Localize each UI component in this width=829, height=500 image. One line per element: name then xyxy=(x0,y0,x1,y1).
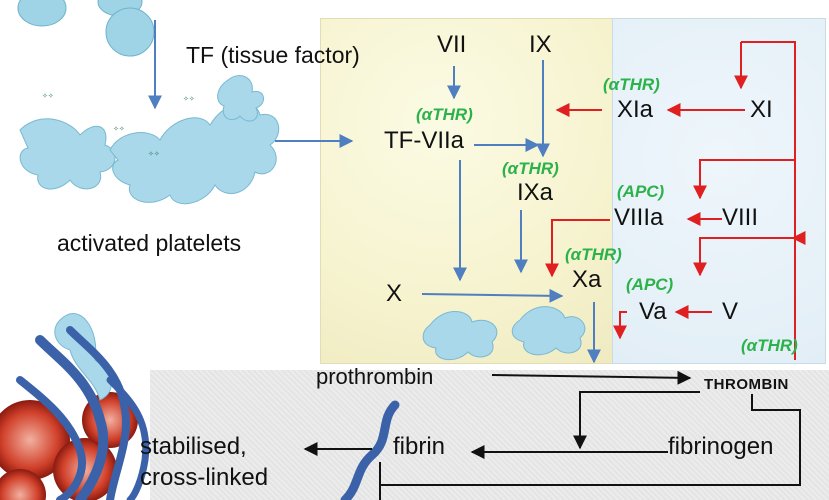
intrinsic-panel xyxy=(612,18,826,364)
molecule-icon: ✧✧ xyxy=(183,96,195,103)
black-arrows xyxy=(303,370,801,500)
resting-platelets-illustration xyxy=(17,0,155,57)
fibrin-panel xyxy=(150,370,829,500)
athr-label-xa: (αTHR) xyxy=(565,245,622,264)
factor-xi-label: XI xyxy=(750,96,773,123)
fibrin-label: fibrin xyxy=(393,433,446,460)
athr-label-tf-viia: (αTHR) xyxy=(416,105,473,124)
molecule-icon: ✧✧ xyxy=(148,151,160,158)
fibrinogen-label: fibrinogen xyxy=(668,433,774,460)
factor-ix-label: IX xyxy=(529,31,552,58)
factor-v-label: V xyxy=(722,298,739,325)
fibrin-strand-illustration xyxy=(340,400,400,500)
activated-platelets-label: activated platelets xyxy=(57,230,242,256)
apc-label-viiia: (APC) xyxy=(617,182,665,201)
cross-linked-label: cross-linked xyxy=(140,464,269,491)
clot-illustration xyxy=(0,313,150,500)
molecule-icon: ✧✧ xyxy=(113,126,125,133)
molecule-icon: ✧✧ xyxy=(42,93,54,100)
factor-x-label: X xyxy=(386,280,403,307)
factor-viiia-label: VIIIa xyxy=(614,204,664,231)
blue-arrows xyxy=(148,20,601,364)
factor-xia-label: XIa xyxy=(617,96,654,123)
factor-ixa-label: IXa xyxy=(517,179,554,206)
factor-va-label: Va xyxy=(639,298,667,325)
panel-platelets-illustration xyxy=(422,306,586,361)
factor-viii-label: VIII xyxy=(722,204,759,231)
tf-label: TF (tissue factor) xyxy=(186,42,360,68)
factor-xa-label: Xa xyxy=(572,266,602,293)
thrombin-label: THROMBIN xyxy=(704,376,789,393)
prothrombin-label: prothrombin xyxy=(316,364,434,389)
stabilised-label: stabilised, xyxy=(140,433,247,460)
apc-label-va: (APC) xyxy=(626,275,674,294)
athr-label-xia: (αTHR) xyxy=(603,75,660,94)
extrinsic-panel xyxy=(320,18,614,364)
factor-vii-label: VII xyxy=(437,31,467,58)
activated-platelets-illustration xyxy=(19,75,280,205)
red-arrows xyxy=(545,41,806,360)
athr-label-ixa: (αTHR) xyxy=(502,159,559,178)
tf-viia-label: TF-VIIa xyxy=(384,127,465,154)
athr-label-thrombin: (αTHR) xyxy=(741,336,798,355)
